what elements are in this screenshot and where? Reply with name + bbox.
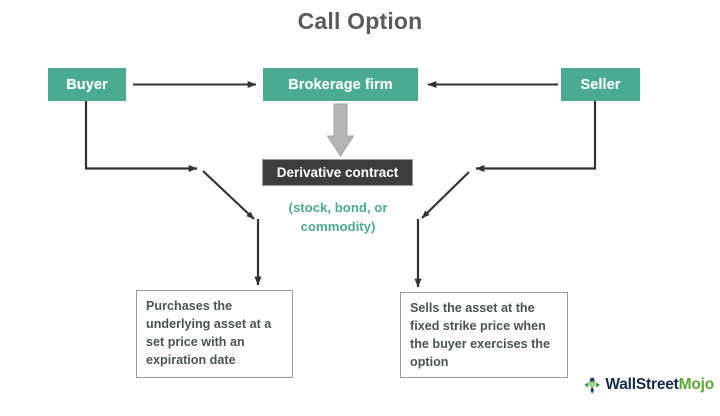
connector-brokerage-to-derivative [326,103,355,157]
node-brokerage-firm-label: Brokerage firm [288,76,393,93]
brand-part-mojo: Mojo [678,376,715,393]
node-derivative-contract-label: Derivative contract [276,165,399,180]
node-brokerage-firm[interactable]: Brokerage firm [263,68,418,101]
node-buyer-outcome[interactable]: Purchases the underlying asset at a set … [136,290,293,378]
node-derivative-contract[interactable]: Derivative contract [262,159,413,186]
node-seller-outcome[interactable]: Sells the asset at the fixed strike pric… [400,292,568,378]
node-seller[interactable]: Seller [561,68,640,101]
node-seller-outcome-label: Sells the asset at the fixed strike pric… [410,301,551,369]
underlying-asset-note: (stock, bond, or commodity) [288,200,388,235]
node-buyer-label: Buyer [66,76,108,93]
wallstreetmojo-diamond-icon [584,376,601,394]
connector-buyer-to-outcome [84,101,262,286]
node-seller-label: Seller [580,76,621,93]
page-title: Call Option [297,8,423,34]
node-buyer[interactable]: Buyer [48,68,126,101]
wallstreetmojo-logo[interactable]: WallStreetMojo [584,368,714,402]
node-buyer-outcome-label: Purchases the underlying asset at a set … [146,299,272,367]
brand-part-wallstreet: WallStreet [605,376,679,393]
wallstreetmojo-wordmark: WallStreetMojo [605,376,714,394]
connector-seller-to-outcome [414,101,597,288]
